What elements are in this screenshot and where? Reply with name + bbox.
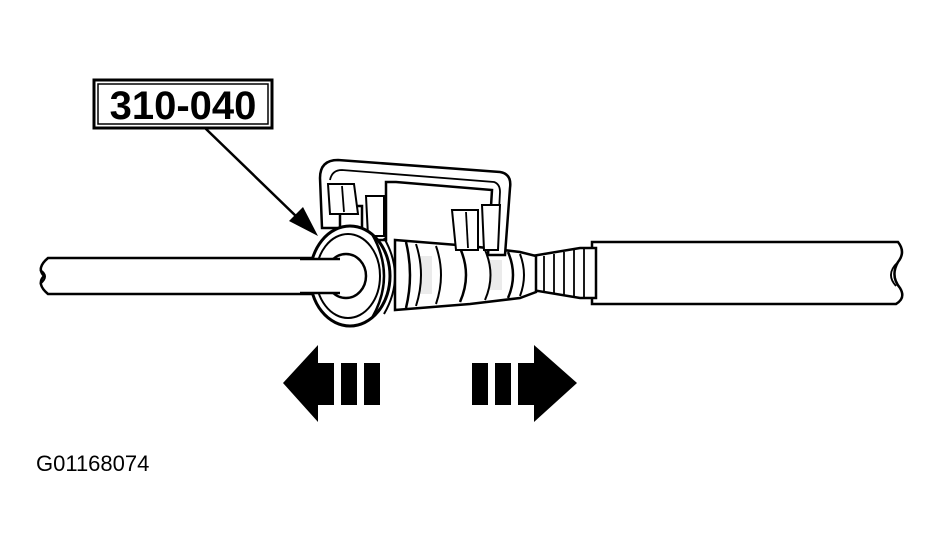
splined-ferrule (530, 246, 598, 300)
tube-through-ring (300, 260, 350, 292)
tube-right (590, 240, 904, 306)
callout-box: 310-040 (92, 78, 274, 130)
tube-left (39, 256, 354, 296)
connector-body (393, 238, 538, 312)
figure-id: G01168074 (36, 451, 149, 476)
leader-arrow-icon (204, 127, 318, 236)
arrow-right-icon (472, 345, 577, 422)
arrow-left-icon (283, 345, 380, 422)
callout-label: 310-040 (110, 84, 257, 128)
